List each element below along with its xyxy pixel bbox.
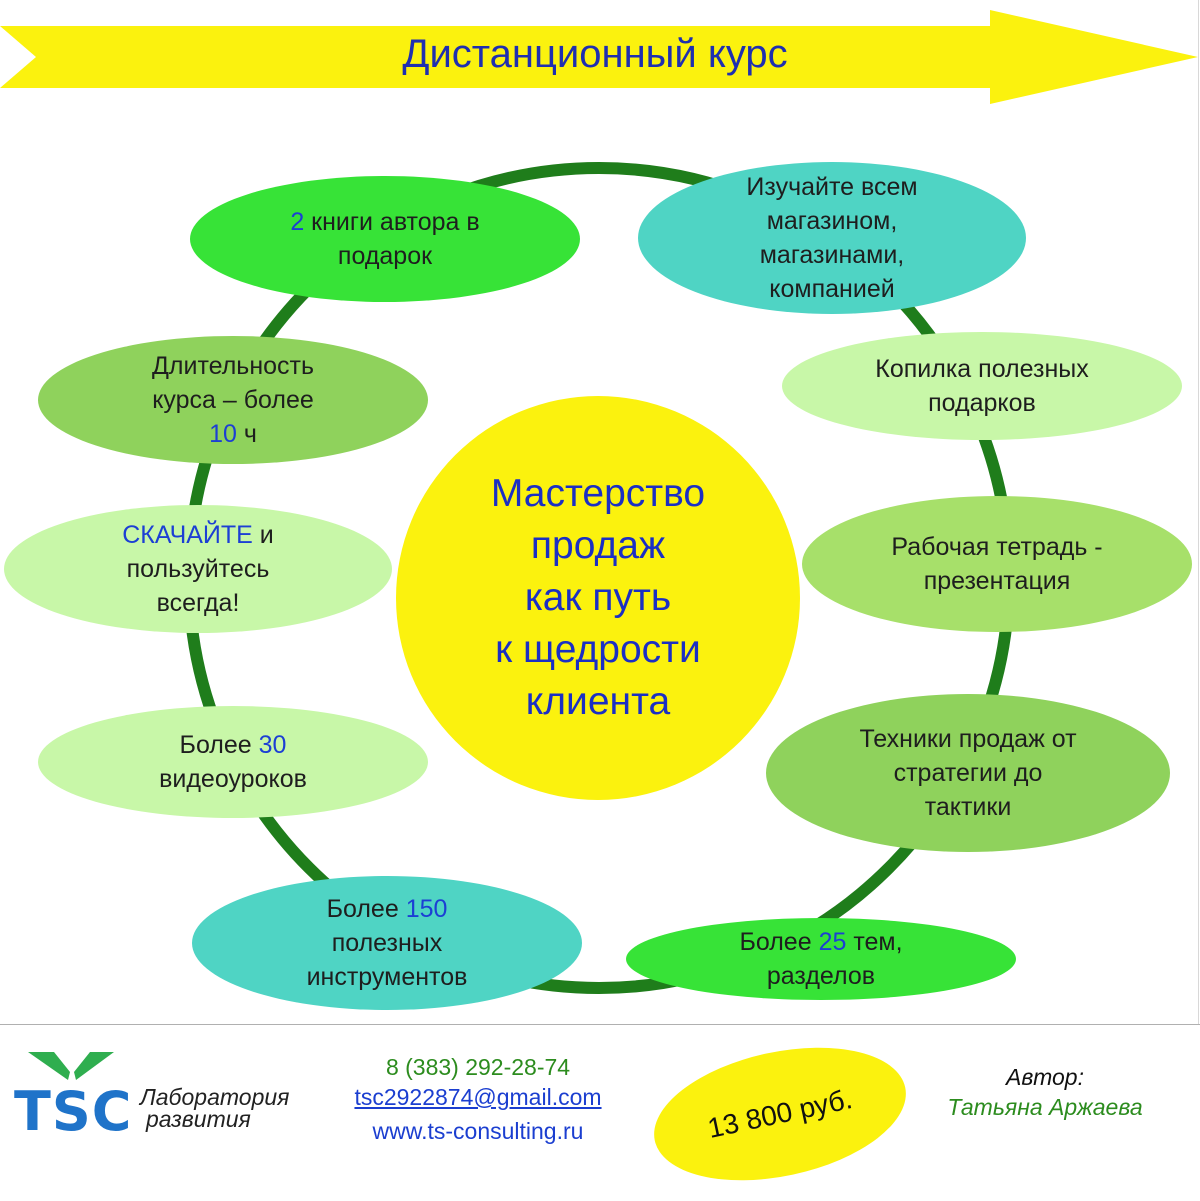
logo-lab-line1: Лаборатория [140,1084,290,1110]
price-text: 13 800 руб. [704,1083,855,1144]
contact-email-link[interactable]: tsc2922874@gmail.com [354,1084,602,1110]
arrow-right-icon [0,10,1198,104]
banner-title: Дистанционный курс [402,32,788,76]
check-chevron-icon [28,1052,114,1080]
logo-lab-line2: развития [146,1106,251,1132]
contact-phone: 8 (383) 292-28-74 [385,1054,571,1080]
author-name: Татьяна Аржаева [947,1094,1143,1120]
center-title: Мастерство продаж как путь к щедрости кл… [490,472,706,723]
item-topics: Более 25 тем,разделов [626,918,1016,1000]
logo-tsc: TSC [14,1080,133,1143]
center-circle: Мастерство продаж как путь к щедрости кл… [396,396,800,800]
item-workbook: Рабочая тетрадь -презентация [802,496,1192,632]
price-badge: 13 800 руб. [641,1026,919,1201]
footer-divider [0,1024,1200,1025]
contact-website-link[interactable]: www.ts-consulting.ru [372,1118,584,1144]
content-frame [1198,0,1199,1025]
author-label: Автор: [1006,1064,1084,1090]
